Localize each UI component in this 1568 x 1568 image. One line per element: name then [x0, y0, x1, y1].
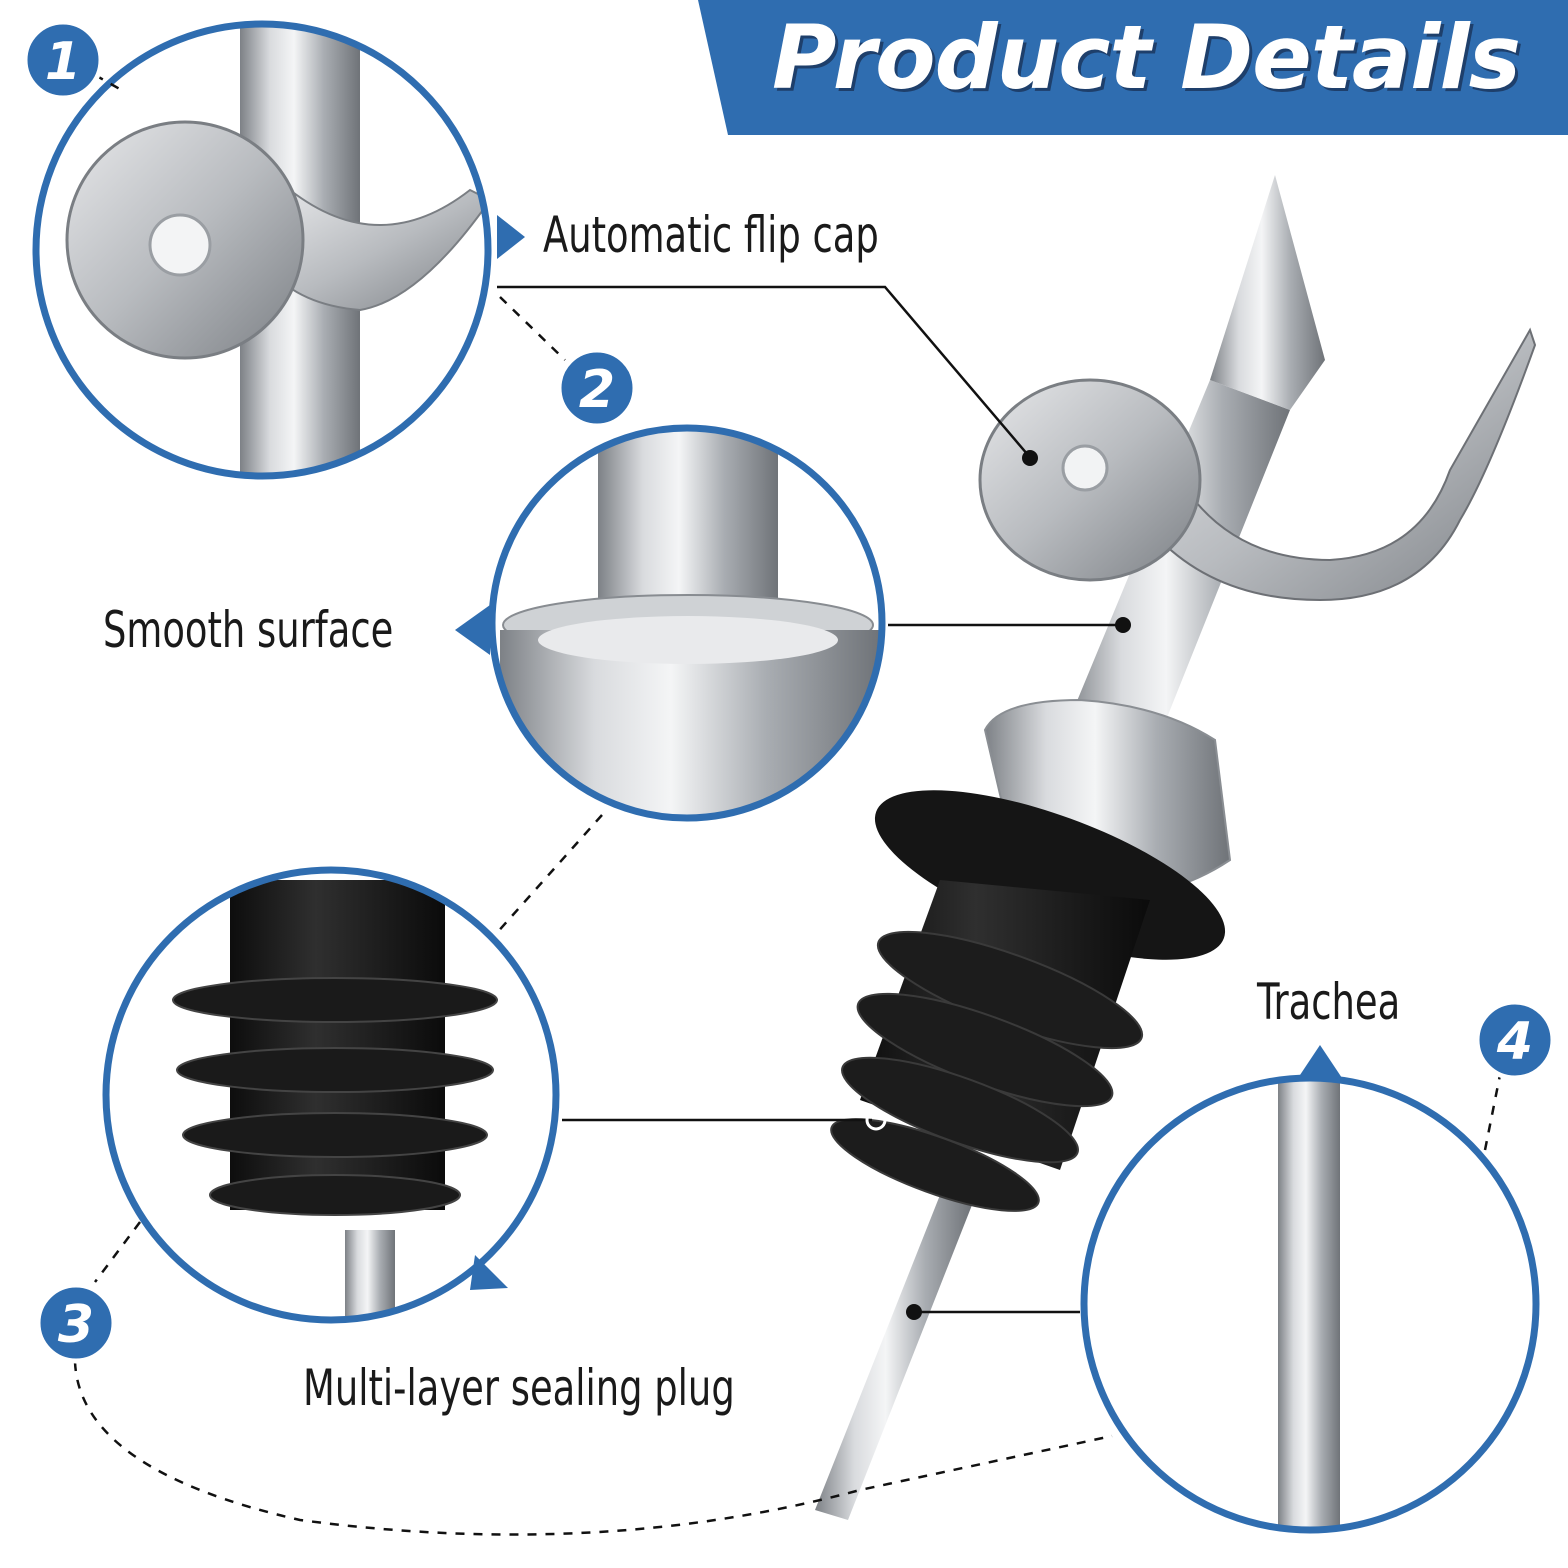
leader-lines: [497, 285, 1120, 1314]
flip-cap-rivet: [1061, 444, 1109, 492]
label-automatic-flip-cap: Automatic flip cap: [543, 206, 879, 264]
detail-circle-3: [102, 866, 560, 1324]
pointer-triangle-icon: [455, 605, 490, 655]
flip-lever: [1158, 327, 1537, 602]
number-badge-icon: 3: [35, 1282, 117, 1364]
dashed-connectors: [73, 73, 1502, 1536]
badge-4-number: 4: [1496, 1012, 1533, 1072]
leader-dot: [1022, 450, 1038, 466]
number-badge-icon: 2: [556, 347, 638, 429]
detail-circle-2: [488, 424, 886, 822]
page-title: Product Details: [771, 6, 1521, 109]
leader-dot: [865, 1109, 887, 1131]
leader-dot: [906, 1304, 922, 1320]
detail-circle-4-content: [1084, 1078, 1536, 1530]
spout-tip: [1210, 175, 1325, 410]
badge-3-number: 3: [58, 1295, 94, 1355]
label-multi-layer-sealing-plug: Multi-layer sealing plug: [303, 1359, 735, 1417]
pointer-triangle-icon: [470, 1255, 508, 1290]
spout-tube: [1065, 380, 1290, 760]
sealing-ring: [830, 1118, 1040, 1212]
badge-2-number: 2: [579, 360, 615, 420]
detail-circle-3-content: [106, 870, 556, 1320]
leader-dot: [1115, 617, 1131, 633]
trachea-tube: [815, 1195, 972, 1520]
label-trachea: Trachea: [1257, 973, 1401, 1031]
pour-spout-image: [815, 175, 1537, 1520]
banner-shape: [698, 0, 1568, 135]
pointer-triangle-icon: [497, 215, 525, 259]
detail-circle-1-content: [36, 24, 488, 476]
label-smooth-surface: Smooth surface: [103, 601, 394, 659]
badge-1-number: 1: [45, 32, 81, 92]
number-badge-icon: 1: [22, 19, 104, 101]
pointer-triangle-icon: [1298, 1045, 1342, 1078]
number-badge-icon: 4: [1474, 999, 1556, 1081]
header-banner: [698, 0, 1568, 135]
detail-circle-2-content: [492, 428, 882, 818]
detail-circle-1: [32, 20, 492, 480]
